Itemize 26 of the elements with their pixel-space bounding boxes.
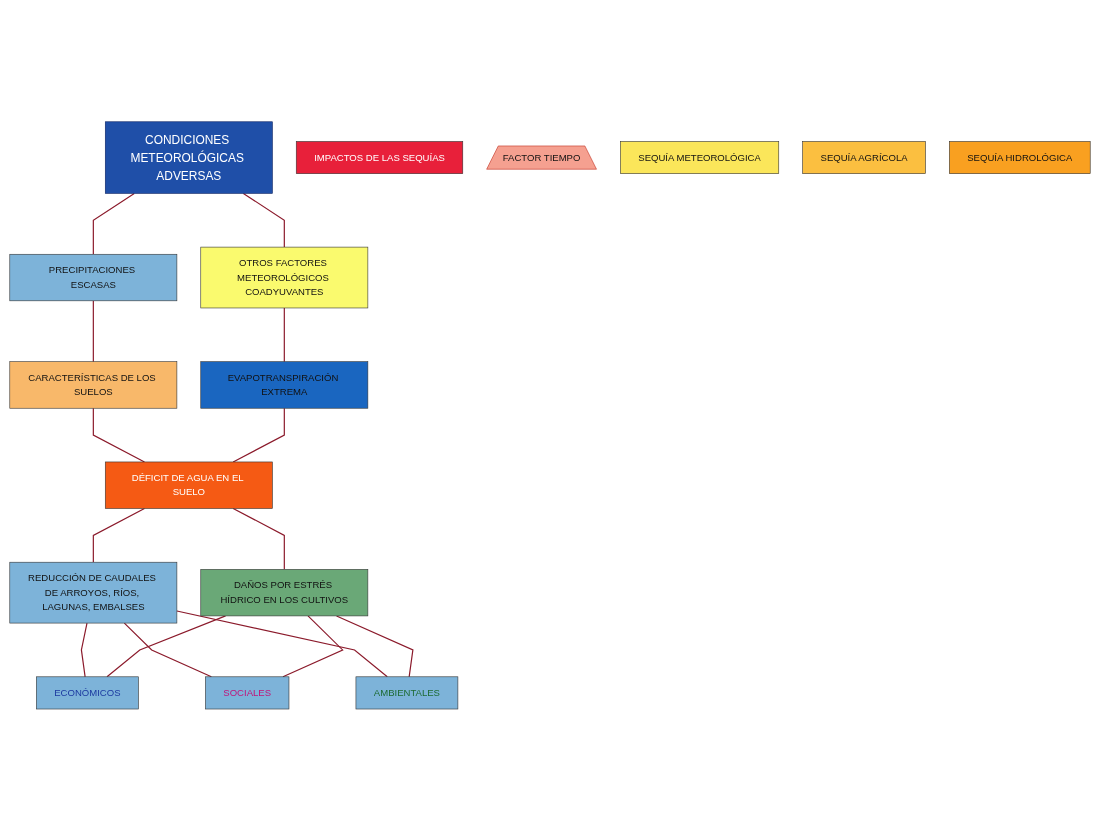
node-box: OTROS FACTORES METEOROLÓGICOS COADYUVANTES (200, 246, 369, 308)
connector (80, 622, 88, 677)
node-box: CARACTERÍSTICAS DE LOS SUELOS (9, 360, 178, 409)
node-box: DÉFICIT DE AGUA EN EL SUELO (104, 461, 273, 509)
connector (283, 306, 285, 362)
node-box: PRECIPITACIONES ESCASAS (9, 253, 178, 301)
connector (176, 609, 388, 677)
node-box: SEQUÍA METEOROLÓGICA (620, 140, 780, 174)
node-box: DAÑOS POR ESTRÉS HÍDRICO EN LOS CULTIVOS (200, 568, 369, 616)
node-box: SEQUÍA AGRÍCOLA (802, 140, 926, 174)
node-box: ECONÓMICOS (36, 676, 139, 709)
connector (92, 192, 135, 255)
node-box: SEQUÍA HIDROLÓGICA (949, 140, 1091, 174)
connector (92, 507, 146, 563)
connector (232, 507, 285, 570)
node-box: REDUCCIÓN DE CAUDALES DE ARROYOS, RÍOS, LAGUNAS, EMBALSES (9, 561, 178, 623)
connector (282, 614, 344, 677)
node-box: AMBIENTALES (355, 676, 459, 709)
connector (123, 622, 212, 677)
connector (242, 192, 285, 248)
node-box: SOCIALES (205, 676, 290, 709)
node-box: CONDICIONES METEOROLÓGICAS ADVERSAS (104, 121, 273, 194)
connector (335, 614, 414, 677)
connector (92, 299, 94, 362)
node-box: EVAPOTRANSPIRACIÓN EXTREMA (200, 360, 369, 409)
node-box: IMPACTOS DE LAS SEQUÍAS (295, 140, 464, 174)
